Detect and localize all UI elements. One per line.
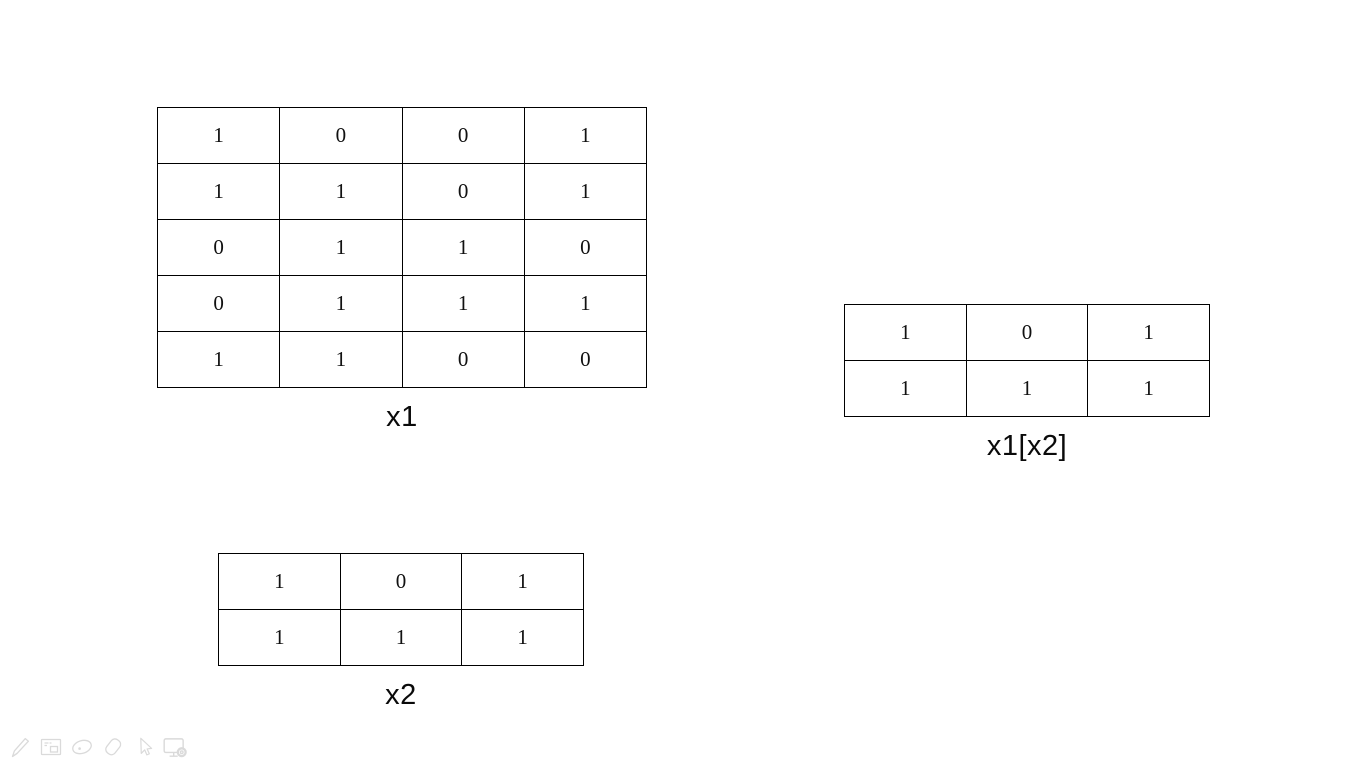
table-cell: 1 bbox=[461, 553, 584, 610]
eraser-button[interactable] bbox=[101, 733, 125, 761]
table-cell: 1 bbox=[523, 107, 648, 164]
table-cell: 1 bbox=[279, 275, 403, 332]
table-cell: 1 bbox=[279, 163, 403, 220]
table-cell: 1 bbox=[218, 553, 341, 610]
table-cell: 1 bbox=[844, 304, 967, 361]
table-cell: 0 bbox=[523, 331, 648, 388]
table-cell: 1 bbox=[156, 163, 281, 220]
table-cell: 1 bbox=[461, 609, 584, 666]
matrix-label-x1x2: x1[x2] bbox=[986, 430, 1068, 462]
laser-pointer-button[interactable] bbox=[70, 733, 94, 761]
table-cell: 0 bbox=[279, 107, 403, 164]
presenter-toolbar bbox=[8, 733, 187, 761]
table-cell: 1 bbox=[279, 219, 403, 276]
table-cell: 0 bbox=[523, 219, 648, 276]
slide-panel-icon bbox=[39, 734, 63, 760]
cursor-arrow-icon bbox=[133, 734, 155, 760]
table-cell: 0 bbox=[401, 163, 525, 220]
table-cell: 1 bbox=[844, 360, 967, 417]
table-cell: 0 bbox=[401, 331, 525, 388]
table-cell: 1 bbox=[401, 275, 525, 332]
table-cell: 1 bbox=[279, 331, 403, 388]
table-cell: 1 bbox=[965, 360, 1089, 417]
table-cell: 1 bbox=[523, 275, 648, 332]
laser-pointer-icon bbox=[70, 734, 94, 760]
table-cell: 0 bbox=[965, 304, 1089, 361]
table-cell: 0 bbox=[156, 275, 281, 332]
table-cell: 1 bbox=[339, 609, 463, 666]
cursor-button[interactable] bbox=[132, 733, 156, 761]
table-cell: 0 bbox=[156, 219, 281, 276]
matrix-label-x1: x1 bbox=[386, 401, 418, 433]
table-cell: 1 bbox=[523, 163, 648, 220]
eraser-icon bbox=[101, 734, 125, 760]
table-cell: 0 bbox=[339, 553, 463, 610]
pen-button[interactable] bbox=[8, 733, 32, 761]
table-cell: 1 bbox=[218, 609, 341, 666]
table-cell: 1 bbox=[401, 219, 525, 276]
slide-panel-button[interactable] bbox=[39, 733, 63, 761]
display-settings-button[interactable] bbox=[163, 733, 187, 761]
table-cell: 1 bbox=[156, 107, 281, 164]
display-settings-icon bbox=[162, 734, 188, 760]
table-cell: 1 bbox=[1087, 304, 1210, 361]
table-cell: 1 bbox=[156, 331, 281, 388]
matrix-label-x2: x2 bbox=[385, 679, 417, 711]
pen-icon bbox=[8, 734, 32, 760]
table-cell: 1 bbox=[1087, 360, 1210, 417]
table-cell: 0 bbox=[401, 107, 525, 164]
